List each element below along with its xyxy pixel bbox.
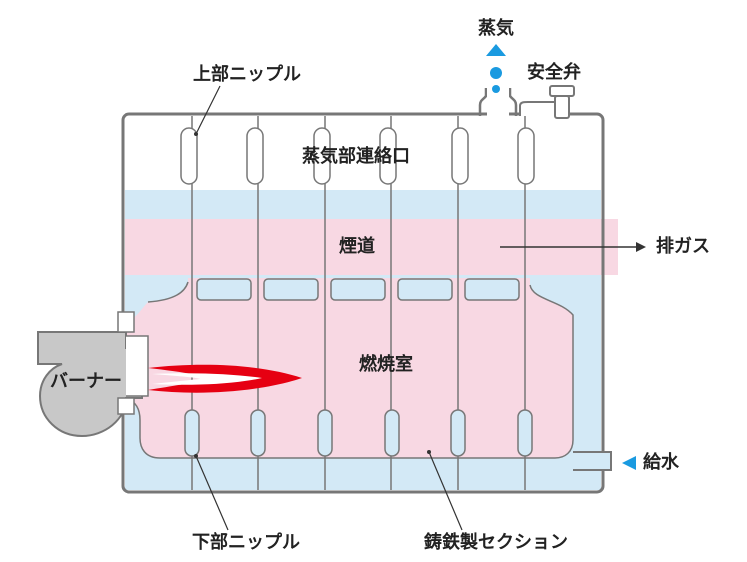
steam-dot-small xyxy=(492,85,500,93)
feed-water-pipe-outline xyxy=(573,451,612,471)
cast-iron-section-label: 鋳鉄製セクション xyxy=(424,532,568,553)
steam-dot-large xyxy=(490,67,502,79)
steam-outlet-pipe-fill xyxy=(487,88,509,116)
combustion-chamber-outline xyxy=(125,281,574,459)
upper-nipple-leader-dot xyxy=(194,132,198,136)
section-leader xyxy=(428,451,463,531)
combustion-chamber-label: 燃焼室 xyxy=(359,354,413,375)
flame-icon xyxy=(148,364,302,393)
feed-water-pipe xyxy=(573,452,611,470)
upper-nipple-leader xyxy=(195,85,221,135)
safety-valve-icon xyxy=(519,85,575,119)
flue-label: 煙道 xyxy=(339,236,375,257)
boiler-outer-wall xyxy=(121,112,605,494)
upper-nipple-label: 上部ニップル xyxy=(193,64,301,85)
steam-label: 蒸気 xyxy=(478,18,514,39)
lower-nipples xyxy=(184,409,533,457)
lower-nipple-label: 下部ニップル xyxy=(192,532,300,553)
exhaust-gas-label: 排ガス xyxy=(656,236,710,257)
burner-icon xyxy=(37,311,149,438)
feed-water-label: 給水 xyxy=(643,452,679,473)
steam-outlet-pipe xyxy=(478,88,518,116)
safety-valve-label: 安全弁 xyxy=(527,62,581,83)
lower-nipple-leader-dot xyxy=(194,454,198,458)
water-band xyxy=(125,190,601,220)
cross-passages xyxy=(196,278,520,301)
upper-nipples xyxy=(180,127,535,185)
burner-label: バーナー xyxy=(50,371,122,392)
steam-passage-label: 蒸気部連絡口 xyxy=(302,146,410,167)
section-leader-dot xyxy=(427,450,431,454)
steam-arrow-icon xyxy=(486,44,506,56)
feed-water-arrow-icon xyxy=(622,456,636,470)
exhaust-arrow-icon xyxy=(636,242,646,252)
lower-nipple-leader xyxy=(195,455,229,531)
